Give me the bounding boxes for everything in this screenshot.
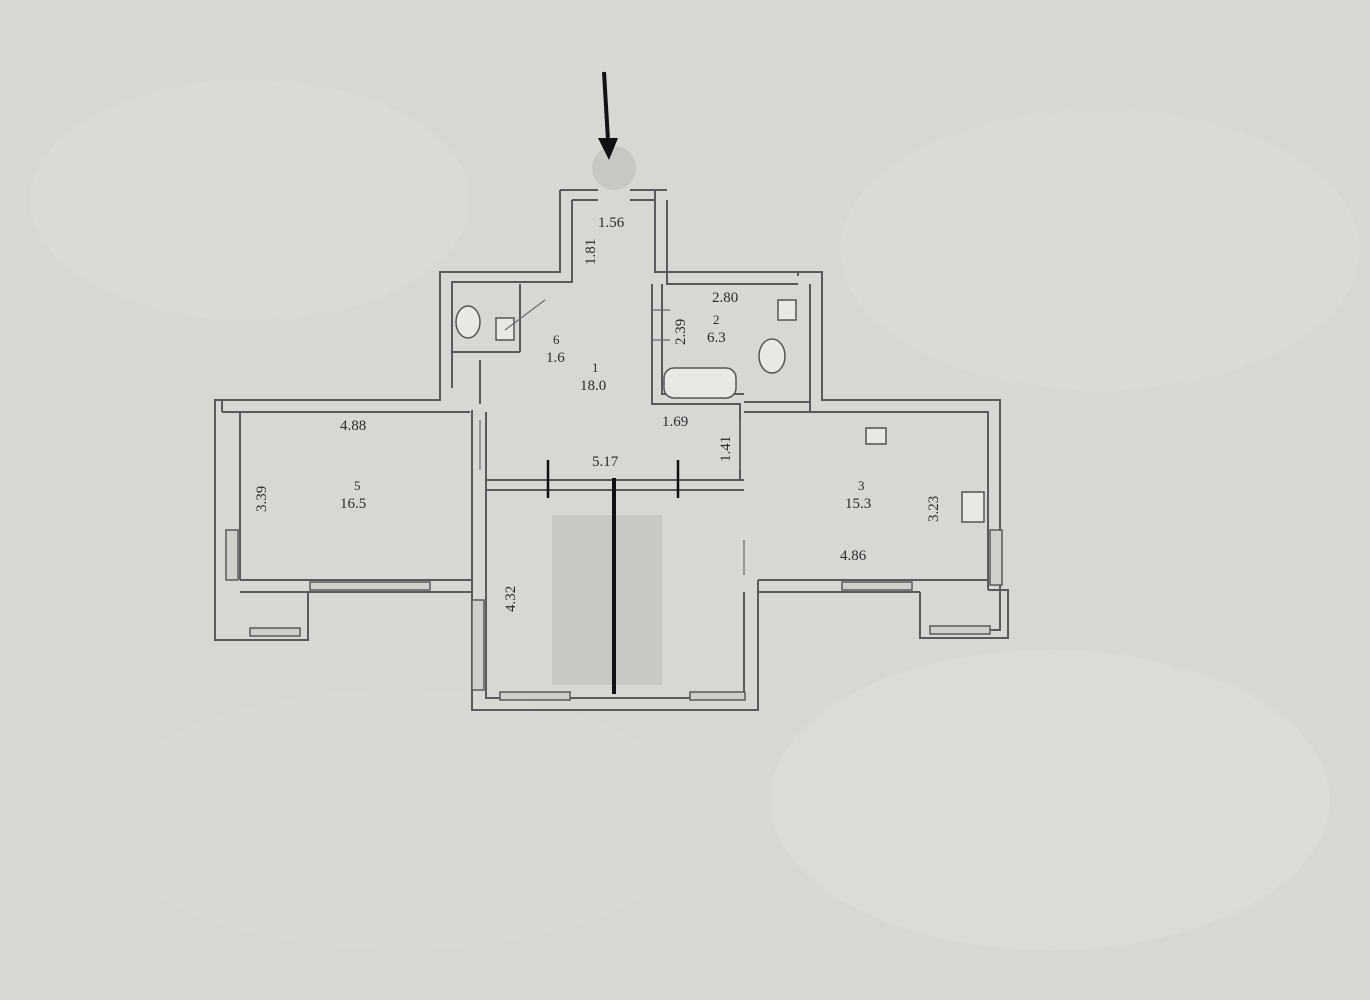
- dim-hall-lower: 1.69: [662, 414, 688, 430]
- door-openings: [479, 309, 745, 575]
- dim-left-room-depth: 3.39: [254, 486, 270, 512]
- kitchen-sink-icon: [865, 427, 887, 445]
- dim-bath-depth: 2.39: [673, 319, 689, 345]
- dim-right-room-depth: 3.23: [926, 496, 942, 522]
- room-labels: 1 18.0 2 6.3 3 15.3 5 16.5 6 1.6: [340, 312, 871, 512]
- dimension-labels: 1.56 1.81 2.80 2.39 1.69 1.41 4.88 3.39 …: [254, 215, 942, 612]
- toilet-icon: [455, 305, 481, 339]
- room-3-area: 15.3: [845, 496, 871, 512]
- dim-right-room-width: 4.86: [840, 548, 867, 564]
- room-5-area: 16.5: [340, 496, 366, 512]
- sink-icon: [495, 317, 515, 341]
- hall-diagonal: [504, 299, 546, 331]
- dim-hall-side: 1.41: [718, 436, 734, 462]
- dim-corridor-width: 1.56: [598, 215, 625, 231]
- washbasin-icon: [777, 299, 797, 321]
- bathroom-fixtures: [455, 299, 985, 523]
- blurred-region: [552, 515, 662, 685]
- paper-texture: [30, 80, 1360, 950]
- room-1-area: 18.0: [580, 378, 606, 394]
- dim-bath-width: 2.80: [712, 290, 738, 306]
- bathtub-icon: [663, 367, 737, 399]
- room-3-number: 3: [858, 478, 865, 493]
- dim-living-depth: 4.32: [503, 586, 519, 612]
- blurred-entrance: [592, 146, 636, 190]
- room-2-number: 2: [713, 312, 720, 327]
- toilet-icon-2: [758, 338, 786, 374]
- entrance-arrow-head: [598, 138, 618, 160]
- room-6-number: 6: [553, 332, 560, 347]
- room-6-area: 1.6: [546, 350, 565, 366]
- dim-corridor-depth: 1.81: [583, 239, 599, 265]
- entrance-arrow-shaft: [602, 71, 610, 141]
- stove-icon: [961, 491, 985, 523]
- windows: [225, 529, 1003, 701]
- dim-left-room-width: 4.88: [340, 418, 366, 434]
- dim-living-width: 5.17: [592, 454, 619, 470]
- room-2-area: 6.3: [707, 330, 726, 346]
- room-5-number: 5: [354, 478, 361, 493]
- room-1-number: 1: [592, 360, 599, 375]
- annotation-markers: [546, 71, 680, 694]
